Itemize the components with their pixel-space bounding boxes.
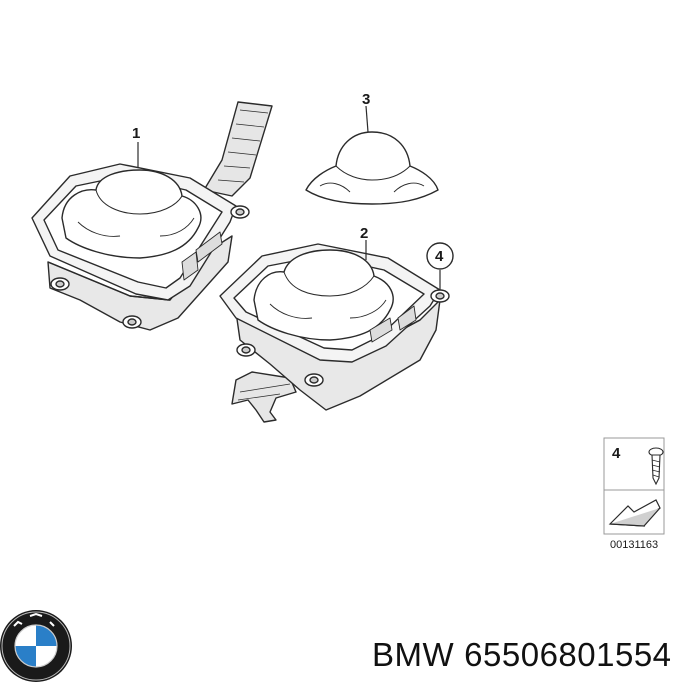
footer-part-number: 65506801554 [464, 636, 672, 673]
bmw-logo-icon [0, 610, 72, 682]
legend-part-number: 4 [612, 445, 621, 462]
part-1-controller [31, 101, 273, 331]
callout-leaders [137, 105, 441, 290]
part-3-knob-cap [305, 131, 439, 205]
callout-4: 4 [435, 248, 444, 265]
callout-1: 1 [132, 125, 140, 142]
callout-3: 3 [362, 91, 370, 108]
legend-box: 4 [603, 437, 665, 535]
arrow-icon [608, 499, 661, 527]
drawing-number: 00131163 [610, 539, 658, 551]
callout-2: 2 [360, 225, 368, 242]
footer-brand: BMW [372, 636, 455, 673]
part-2-controller [219, 243, 450, 423]
callout-4-circle [426, 242, 454, 270]
screw-icon [648, 447, 664, 486]
